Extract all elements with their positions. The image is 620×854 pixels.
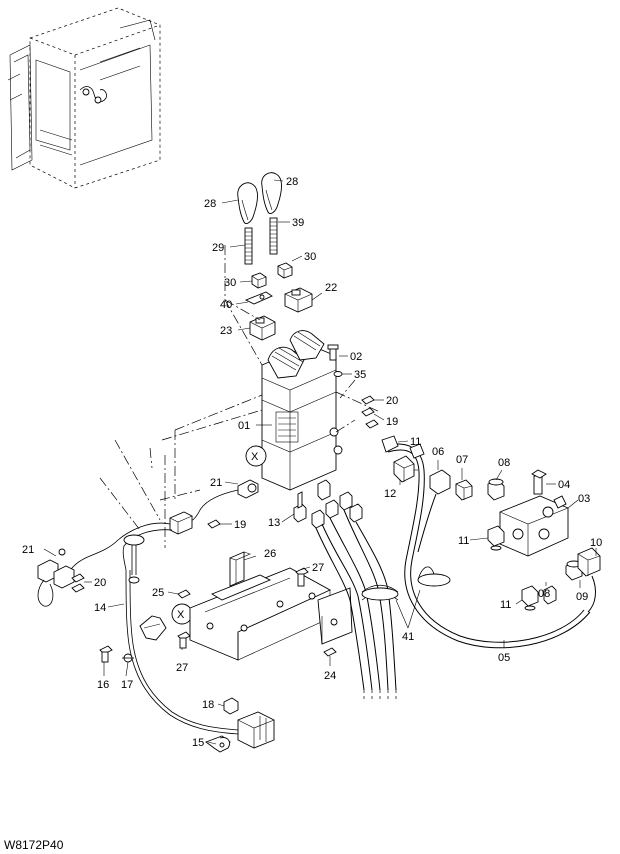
fitting-12 [393, 455, 415, 483]
mounting-plate [189, 567, 353, 661]
callout-01: 01 [238, 420, 250, 432]
fitting-11-right [487, 525, 505, 551]
right-control-knob [261, 172, 282, 215]
clip-19-upper [361, 407, 375, 417]
left-threaded-rod [244, 227, 253, 265]
bolt-04 [531, 469, 547, 495]
callout-22: 22 [325, 282, 337, 294]
plug-08-upper [487, 478, 505, 501]
callout-11-right: 11 [458, 535, 469, 547]
clip-20-upper [361, 395, 375, 405]
pilot-valve-assembly [261, 330, 343, 491]
callout-35: 35 [354, 369, 366, 381]
clamp-15 [205, 735, 231, 753]
clip-small-upper [365, 419, 379, 429]
leader-lines [43, 179, 597, 745]
callout-26: 26 [264, 548, 276, 560]
bolt-24 [323, 647, 337, 657]
callout-23: 23 [220, 325, 232, 337]
callout-11-upper: 11 [410, 436, 421, 448]
hose-fittings-group [311, 479, 363, 529]
callout-19-upper: 19 [386, 416, 398, 428]
small-bolt-upper [327, 344, 339, 361]
callout-14: 14 [94, 602, 106, 614]
callout-05: 05 [498, 652, 510, 664]
hose-06-assembly [381, 435, 591, 649]
washer-35 [333, 371, 343, 377]
callout-20-upper: 20 [386, 395, 398, 407]
connector-plug [139, 615, 167, 641]
clip-18 [223, 697, 239, 715]
callout-02: 02 [350, 351, 362, 363]
callout-39: 39 [292, 217, 304, 229]
diagram-reference-code: W8172P40 [4, 838, 64, 852]
callout-07: 07 [456, 454, 468, 466]
callout-28-left: 28 [204, 198, 216, 210]
left-lock-nut [251, 272, 267, 289]
right-lock-nut [277, 262, 293, 279]
connector-body-mid [169, 511, 193, 535]
callout-03: 03 [578, 493, 590, 505]
view-x-label-lower: X [177, 609, 185, 621]
view-x-label-upper: X [251, 451, 259, 463]
callout-21-top: 21 [210, 477, 222, 489]
bolt-16 [99, 645, 113, 663]
callout-20-left: 20 [94, 577, 106, 589]
callout-17: 17 [121, 679, 133, 691]
switch-bracket [244, 291, 273, 305]
connector-21-left [37, 548, 75, 607]
callout-10: 10 [590, 537, 602, 549]
callout-24: 24 [324, 670, 336, 682]
hose-bundle-41 [315, 509, 399, 700]
bracket-26 [210, 551, 272, 601]
callout-labels: 28 28 39 29 30 30 22 40 23 02 35 20 19 0… [22, 176, 602, 749]
bolt-27-lower [177, 631, 191, 649]
hose-elbow-06 [417, 469, 451, 553]
fitting-13 [293, 491, 307, 523]
fitting-11-lower [521, 585, 539, 611]
callout-04: 04 [558, 479, 570, 491]
callout-13: 13 [268, 517, 280, 529]
rocker-switch-upper [284, 287, 313, 313]
bolt-25 [177, 589, 191, 599]
rocker-switch-lower [249, 315, 276, 341]
callout-30-right: 30 [304, 251, 316, 263]
harness-connector-lower [237, 711, 275, 749]
callout-11-lower: 11 [500, 599, 511, 611]
wire-harness [67, 522, 239, 735]
clip-20-left [71, 573, 85, 593]
clip-19-mid [207, 519, 221, 529]
fitting-07 [455, 479, 473, 501]
plug-09 [543, 585, 557, 605]
callout-28-right: 28 [286, 176, 298, 188]
fitting-10 [577, 547, 601, 613]
reference-lines [99, 245, 381, 548]
left-control-knob [237, 182, 258, 225]
callout-21-left: 21 [22, 544, 34, 556]
callout-16: 16 [97, 679, 109, 691]
callout-25: 25 [152, 587, 164, 599]
callout-41: 41 [402, 631, 414, 643]
callout-15: 15 [192, 737, 204, 749]
callout-18: 18 [202, 699, 214, 711]
callout-27-lower: 27 [176, 662, 188, 674]
shuttle-valve-03 [493, 495, 569, 557]
callout-40: 40 [220, 299, 232, 311]
callout-06: 06 [432, 446, 444, 458]
view-x-marker-upper [245, 445, 267, 467]
callout-08-lower: 08 [538, 588, 550, 600]
cab-location-thumbnail [7, 7, 161, 189]
callout-12: 12 [384, 488, 396, 500]
callout-27-upper: 27 [312, 562, 324, 574]
callout-08-upper: 08 [498, 457, 510, 469]
callout-29: 29 [212, 242, 224, 254]
callout-09: 09 [576, 591, 588, 603]
clamp-17 [122, 653, 134, 663]
callout-30-left: 30 [224, 277, 236, 289]
right-threaded-rod [269, 217, 278, 255]
callout-19-mid: 19 [234, 519, 246, 531]
